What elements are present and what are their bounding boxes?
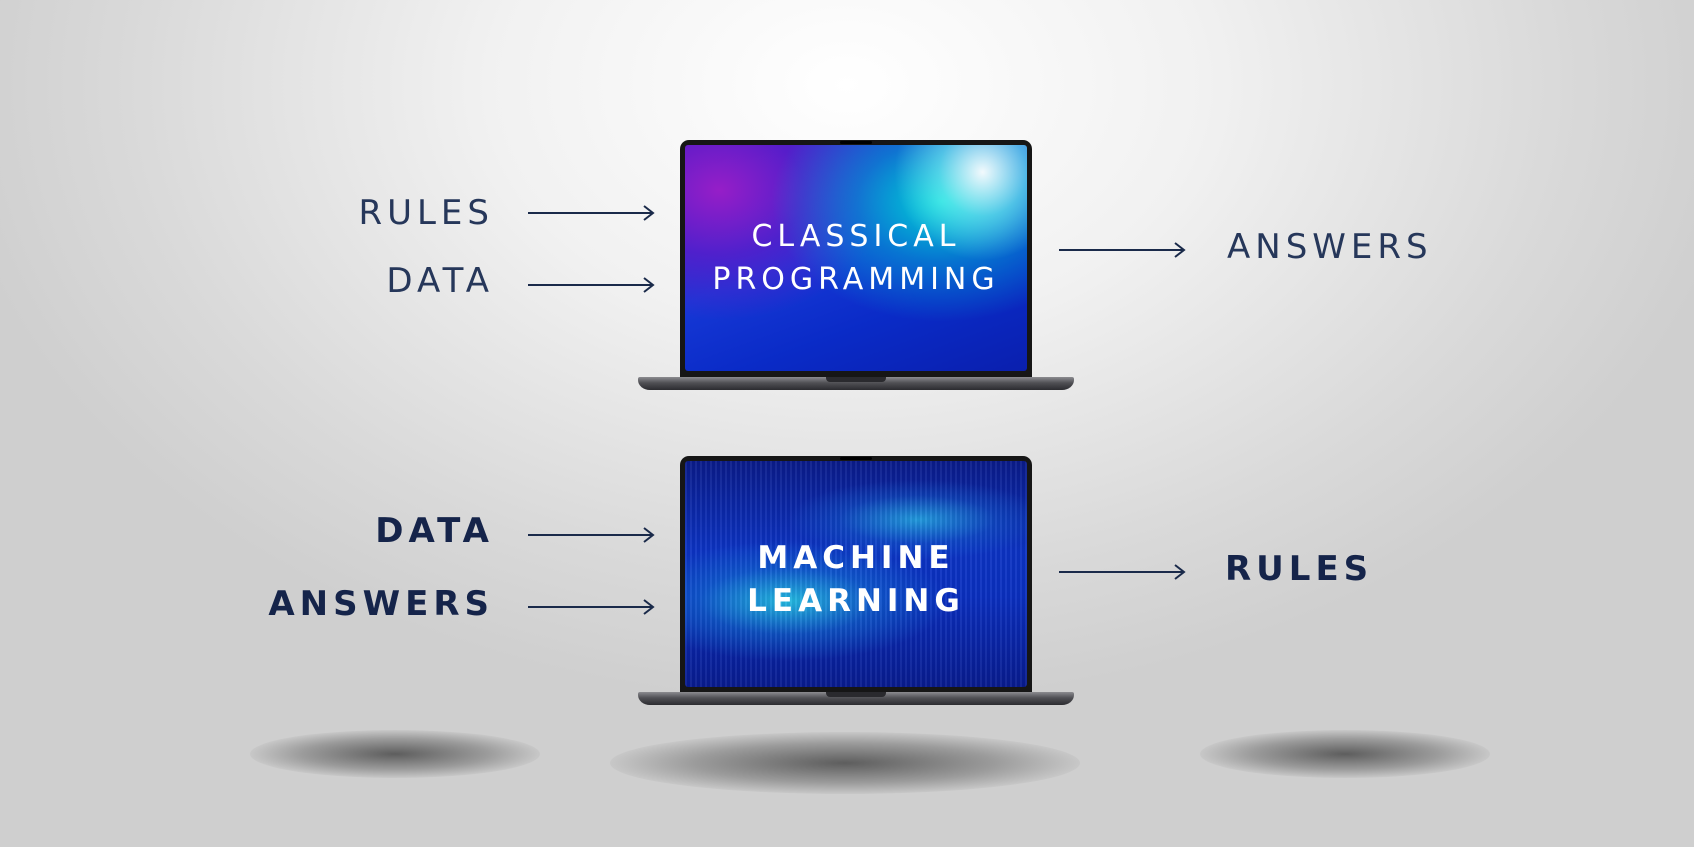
laptop-base-notch <box>826 692 886 697</box>
floor-shadow-right <box>1200 730 1490 778</box>
floor-shadow-center <box>610 732 1080 794</box>
arrow-data-to-laptop <box>528 277 655 293</box>
laptop-base-notch <box>826 377 886 382</box>
screen-title-line1: CLASSICAL <box>751 219 961 254</box>
label-rules-input: RULES <box>358 193 494 233</box>
laptop-screen: CLASSICAL PROGRAMMING <box>685 145 1027 371</box>
arrow-rules-to-laptop <box>528 205 655 221</box>
label-answers-output: ANSWERS <box>1227 227 1433 267</box>
laptop-base <box>638 692 1074 705</box>
screen-title-line2: LEARNING <box>747 583 965 619</box>
screen-title-line1: MACHINE <box>757 540 955 576</box>
camera-notch <box>840 457 872 460</box>
screen-title: MACHINE LEARNING <box>747 537 965 623</box>
arrow-data-to-ml-laptop <box>528 527 655 543</box>
label-answers-input-ml: ANSWERS <box>268 584 494 624</box>
laptop-lid: MACHINE LEARNING <box>680 456 1032 696</box>
arrow-laptop-to-answers <box>1059 242 1186 258</box>
laptop-screen: MACHINE LEARNING <box>685 461 1027 687</box>
label-rules-output: RULES <box>1225 549 1374 589</box>
arrow-answers-to-ml-laptop <box>528 599 655 615</box>
laptop-base <box>638 377 1074 390</box>
floor-shadow-left <box>250 730 540 778</box>
label-data-input-ml: DATA <box>375 511 494 551</box>
laptop-lid: CLASSICAL PROGRAMMING <box>680 140 1032 380</box>
camera-notch <box>840 141 872 144</box>
label-data-input: DATA <box>386 261 494 301</box>
screen-title-line2: PROGRAMMING <box>712 262 1000 297</box>
arrow-ml-laptop-to-rules <box>1059 564 1186 580</box>
screen-title: CLASSICAL PROGRAMMING <box>712 215 999 301</box>
